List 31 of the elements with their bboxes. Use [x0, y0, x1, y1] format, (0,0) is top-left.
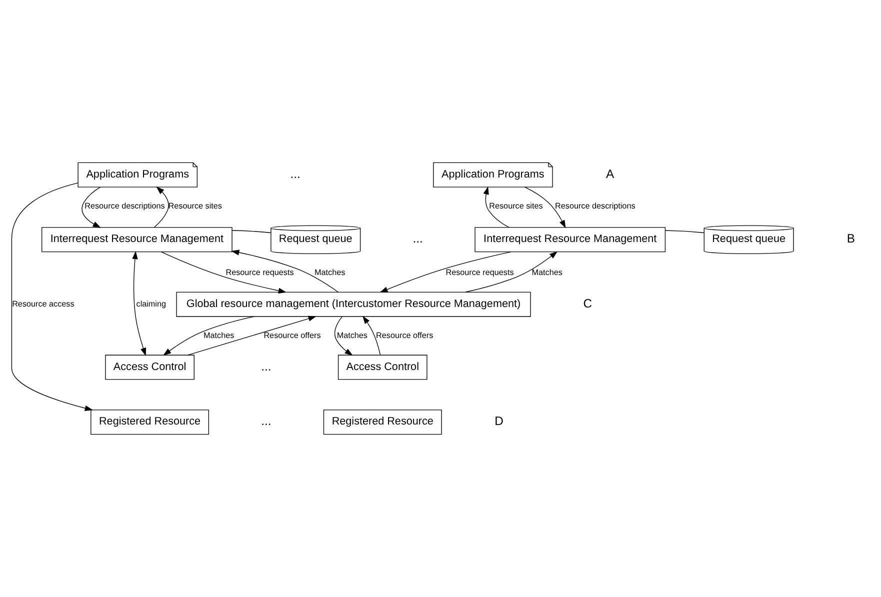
arrow: [132, 250, 146, 356]
connector: [232, 230, 272, 234]
node-box: Access Control: [338, 354, 428, 380]
label: C: [583, 296, 592, 310]
label: D: [494, 414, 504, 428]
arrow: [163, 316, 254, 356]
node-box: Interrequest Resource Management: [474, 227, 666, 252]
arrow: [11, 182, 94, 411]
node-box: Registered Resource: [90, 410, 210, 435]
arrow: [524, 186, 566, 228]
label: ...: [412, 232, 423, 246]
arrow: [160, 252, 287, 294]
connector: [664, 230, 704, 234]
arrow: [188, 316, 316, 356]
node-box: Interrequest Resource Management: [42, 227, 232, 252]
node-box: Access Control: [105, 354, 194, 380]
label: ...: [290, 166, 300, 181]
label: A: [606, 166, 614, 181]
arrow: [82, 186, 101, 228]
arrow: [380, 252, 512, 293]
arrow: [154, 186, 169, 228]
arrow: [483, 186, 510, 228]
arrow: [465, 251, 558, 292]
node-box: Global resource management (Intercustomer Resource Management): [176, 292, 531, 317]
arrow: [334, 316, 353, 356]
arrow: [231, 250, 339, 292]
label: ...: [261, 414, 272, 428]
node-box: Registered Resource: [323, 410, 442, 435]
label: ...: [261, 359, 272, 374]
label: B: [846, 232, 856, 246]
arrow: [362, 316, 381, 356]
